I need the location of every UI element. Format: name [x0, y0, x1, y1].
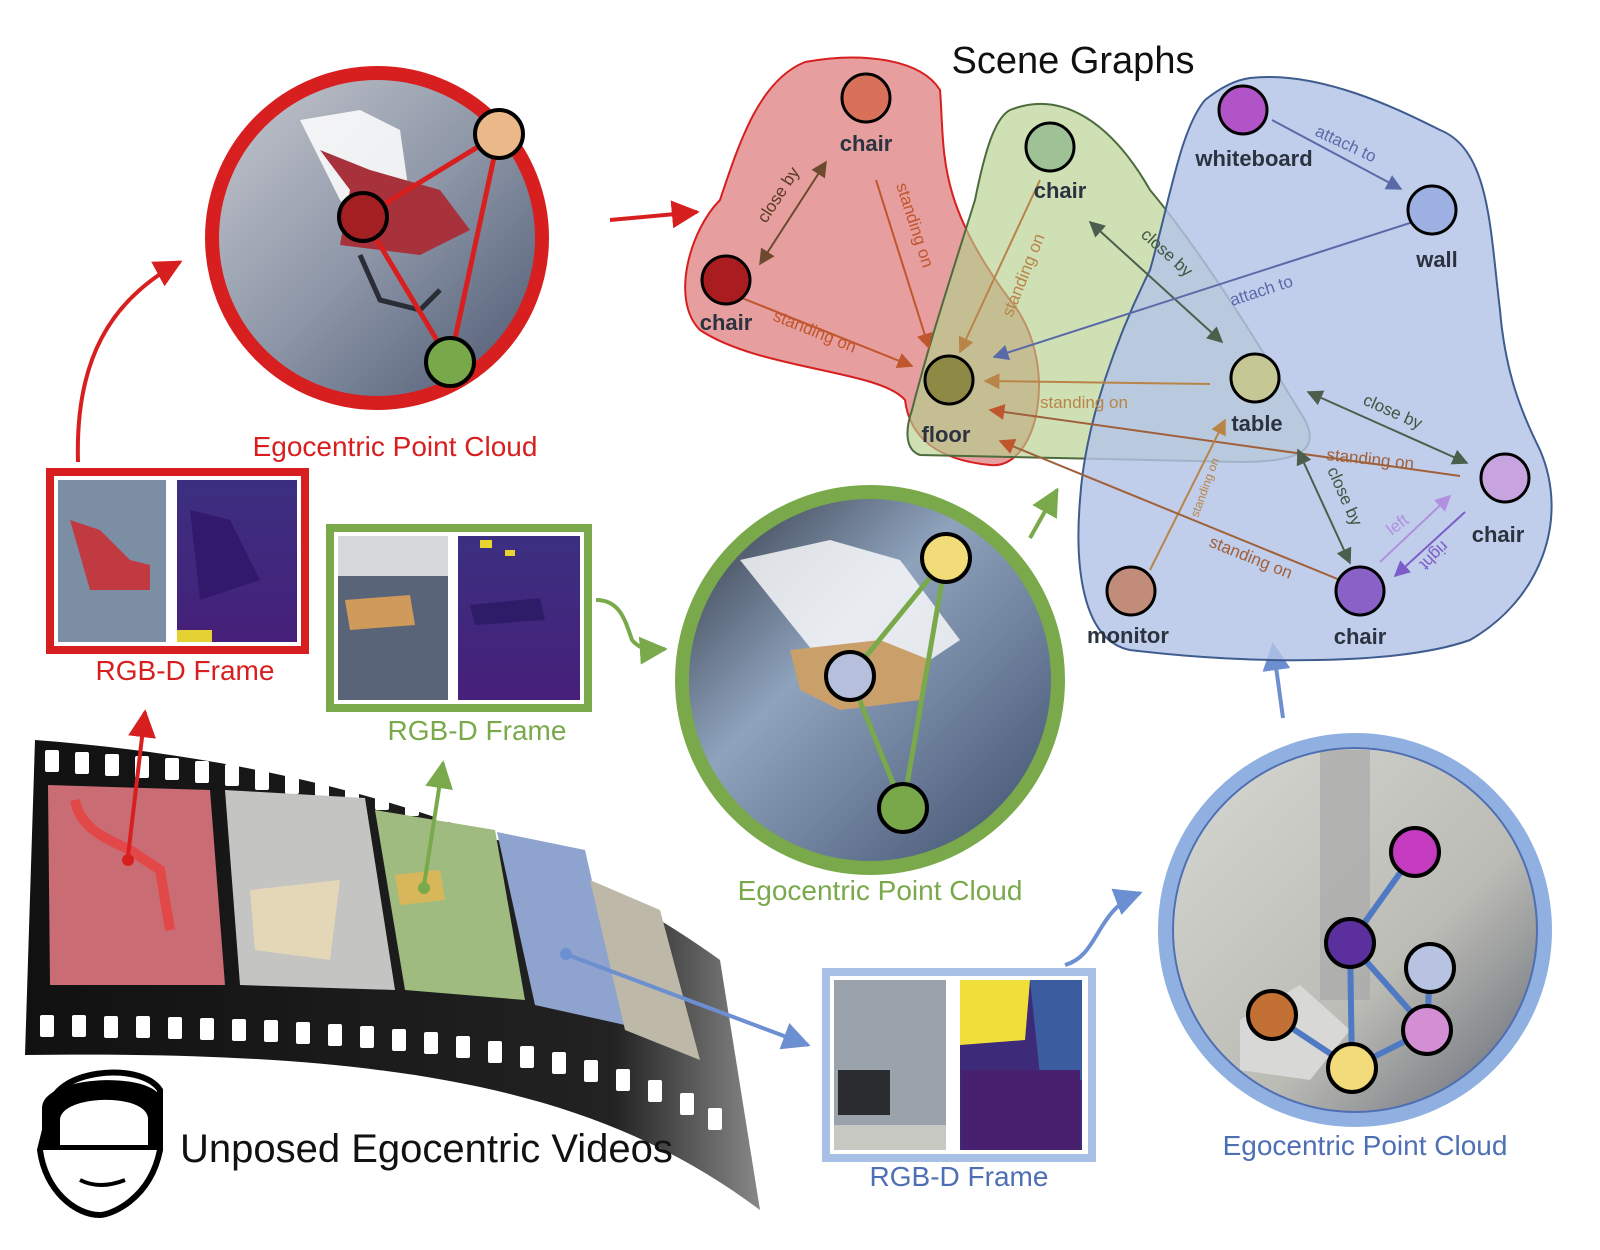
- sg-label-chair-red-top: chair: [840, 131, 893, 156]
- sg-label-wall: wall: [1415, 247, 1458, 272]
- point-cloud-graph-green: [824, 532, 972, 834]
- pc-node-chair-red: [337, 191, 389, 243]
- pc-node-wall: [1404, 942, 1456, 994]
- film-frame-green: [375, 810, 525, 1000]
- rgb-image-blue: [834, 980, 946, 1150]
- pc-node-whiteboard: [1389, 826, 1441, 878]
- pc-node-table: [1326, 1042, 1378, 1094]
- red-branch: RGB-D Frame Egocentric Point Cloud: [46, 66, 700, 866]
- film-frame-red: [48, 785, 225, 985]
- vr-headset-icon: [36, 1069, 163, 1219]
- sg-node-chair-red-left: [700, 254, 752, 306]
- pc-node-chair-pink: [1401, 1004, 1453, 1056]
- sg-node-chair-blue-bottom: [1334, 565, 1386, 617]
- scene-graphs-title: Scene Graphs: [952, 40, 1195, 82]
- sg-label-chair-blue-bottom: chair: [1334, 624, 1387, 649]
- sg-node-floor: [923, 354, 975, 406]
- pc-node-monitor: [1246, 989, 1298, 1041]
- sg-node-chair-green: [1024, 121, 1076, 173]
- film-frame-last: [590, 880, 700, 1060]
- film-strip: [25, 740, 760, 1210]
- scene-graph-nodes: chair chair floor chair table whiteboard…: [700, 72, 1531, 649]
- point-cloud-graph-red: [337, 108, 525, 388]
- sg-node-monitor: [1105, 565, 1157, 617]
- pc-node-monitor-yellow: [920, 532, 972, 584]
- sg-node-table: [1229, 352, 1281, 404]
- rgbd-caption-blue: RGB-D Frame: [870, 1161, 1049, 1192]
- sg-node-wall: [1406, 184, 1458, 236]
- point-cloud-caption-red: Egocentric Point Cloud: [253, 431, 538, 462]
- sg-label-monitor: monitor: [1087, 623, 1169, 648]
- pc-node-floor-green: [424, 336, 476, 388]
- sg-node-chair-blue-right: [1479, 452, 1531, 504]
- sg-label-table: table: [1231, 411, 1282, 436]
- blue-branch: RGB-D Frame Egocentric Point Cloud: [560, 642, 1552, 1192]
- region-blue: [1077, 76, 1553, 662]
- sg-node-whiteboard: [1217, 84, 1269, 136]
- sg-label-floor: floor: [922, 422, 971, 447]
- pc-node-chair-orange: [473, 108, 525, 160]
- rgbd-caption-green: RGB-D Frame: [388, 715, 567, 746]
- sg-label-chair-green: chair: [1034, 178, 1087, 203]
- sg-label-chair-red-left: chair: [700, 310, 753, 335]
- pc-node-chair-lavender: [824, 650, 876, 702]
- pc-node-floor-green2: [877, 782, 929, 834]
- video-label: Unposed Egocentric Videos: [180, 1127, 673, 1171]
- film-frame-blue: [497, 832, 625, 1025]
- sg-label-whiteboard: whiteboard: [1194, 146, 1312, 171]
- point-cloud-caption-green: Egocentric Point Cloud: [738, 875, 1023, 906]
- sg-node-chair-red-top: [840, 72, 892, 124]
- edge-label-standing-on-table: standing on: [1040, 393, 1128, 412]
- point-cloud-graph-blue: [1246, 826, 1456, 1094]
- scene-graph-edges: [736, 119, 1469, 581]
- green-branch: RGB-D Frame Egocentric Point Cloud: [326, 485, 1065, 906]
- sg-label-chair-blue-right: chair: [1472, 522, 1525, 547]
- point-cloud-caption-blue: Egocentric Point Cloud: [1223, 1130, 1508, 1161]
- rgbd-caption-red: RGB-D Frame: [96, 655, 275, 686]
- pc-node-chair-purple: [1324, 917, 1376, 969]
